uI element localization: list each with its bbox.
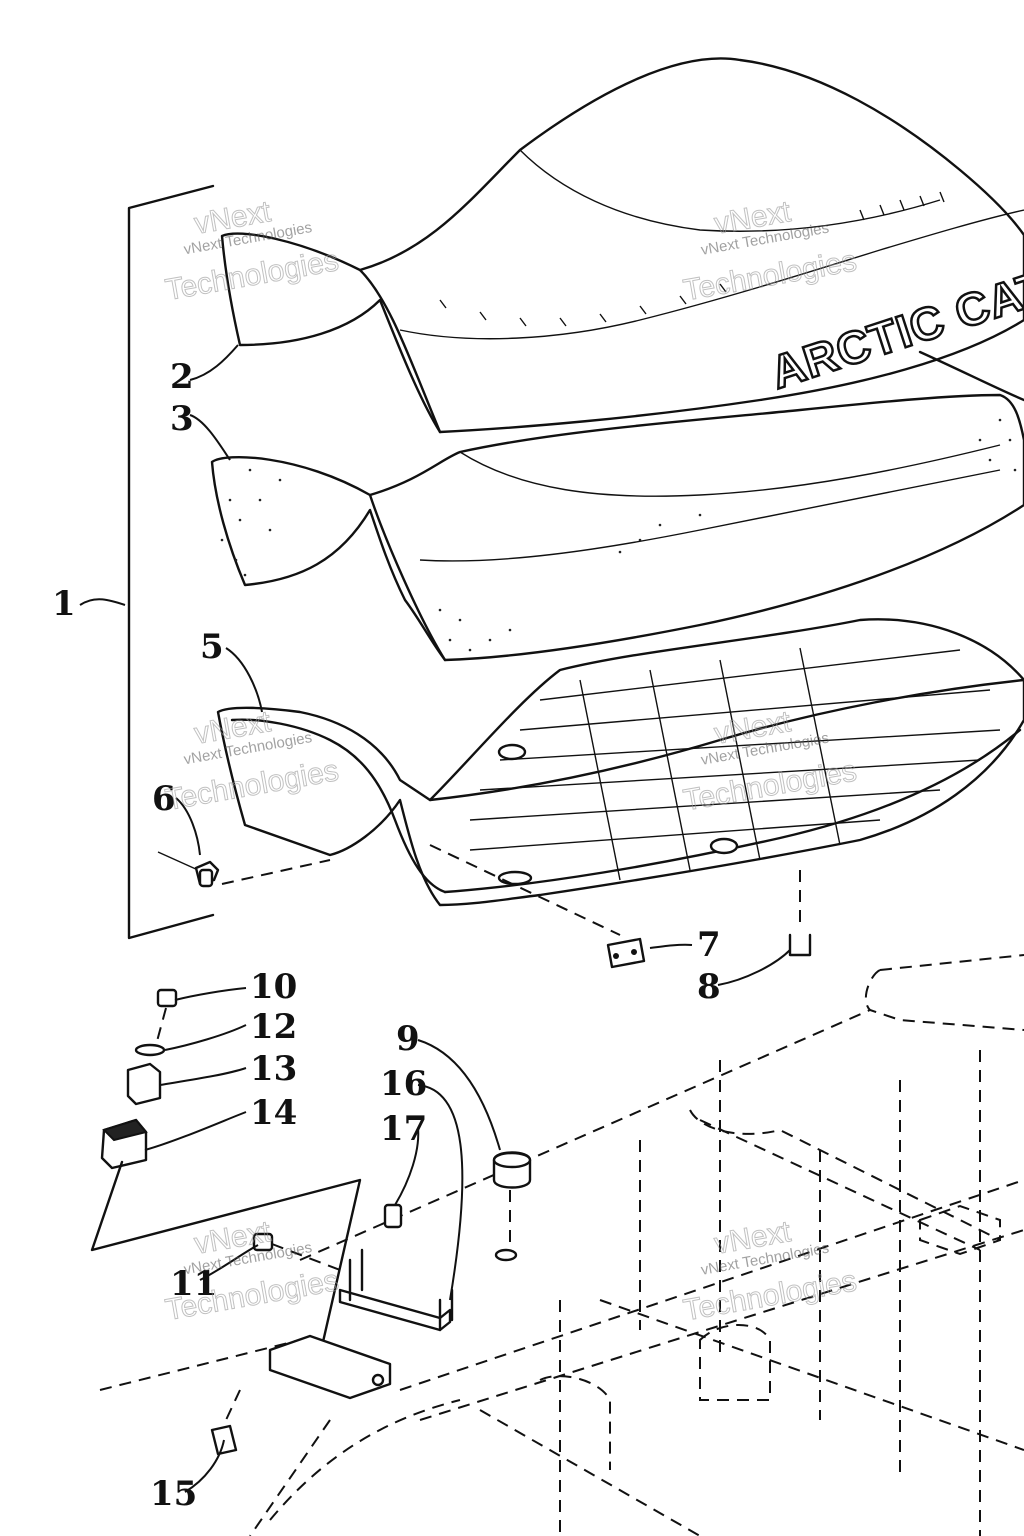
leader-lines: [79, 344, 791, 1493]
callout-9: 9: [396, 1019, 420, 1059]
callout-10: 10: [250, 967, 297, 1007]
clip-item7: [429, 844, 646, 969]
seat-base: [216, 618, 1024, 907]
callout-1: 1: [52, 584, 76, 624]
bushing-item15: [210, 1389, 241, 1456]
watermark-bottom-right: vNext vNext Technologies Technologies: [680, 1215, 859, 1328]
frame-dashed-outline: [99, 954, 1024, 1536]
callout-15: 15: [150, 1474, 197, 1514]
grommet-item9: [492, 1151, 532, 1262]
frame-plate: [268, 1334, 392, 1400]
callout-6: 6: [152, 779, 176, 819]
callout-2: 2: [170, 357, 194, 397]
latch-assembly: [100, 988, 178, 1170]
callout-labels: 1 2 3 5 6 7 8 9 10 11 12 13 14 15 16 17: [52, 357, 721, 1514]
assembly-bracket: [127, 184, 215, 940]
callout-3: 3: [170, 399, 194, 439]
seat-latch-bracket-item16: [338, 1203, 454, 1332]
callout-14: 14: [250, 1093, 297, 1133]
seat-foam: [210, 350, 1024, 662]
seat-cover: ARCTIC CAT: [220, 57, 1024, 434]
callout-7: 7: [697, 925, 721, 965]
callout-11: 11: [170, 1264, 217, 1304]
callout-8: 8: [697, 967, 721, 1007]
callout-5: 5: [200, 627, 224, 667]
callout-16: 16: [380, 1064, 427, 1104]
callout-13: 13: [250, 1049, 297, 1089]
callout-12: 12: [250, 1007, 297, 1047]
rivet-item6: [157, 851, 331, 888]
clip-item8: [788, 870, 812, 957]
bolt-item11: [252, 1232, 341, 1271]
callout-17: 17: [380, 1109, 427, 1149]
latch-pointer-triangle: [90, 1160, 362, 1357]
